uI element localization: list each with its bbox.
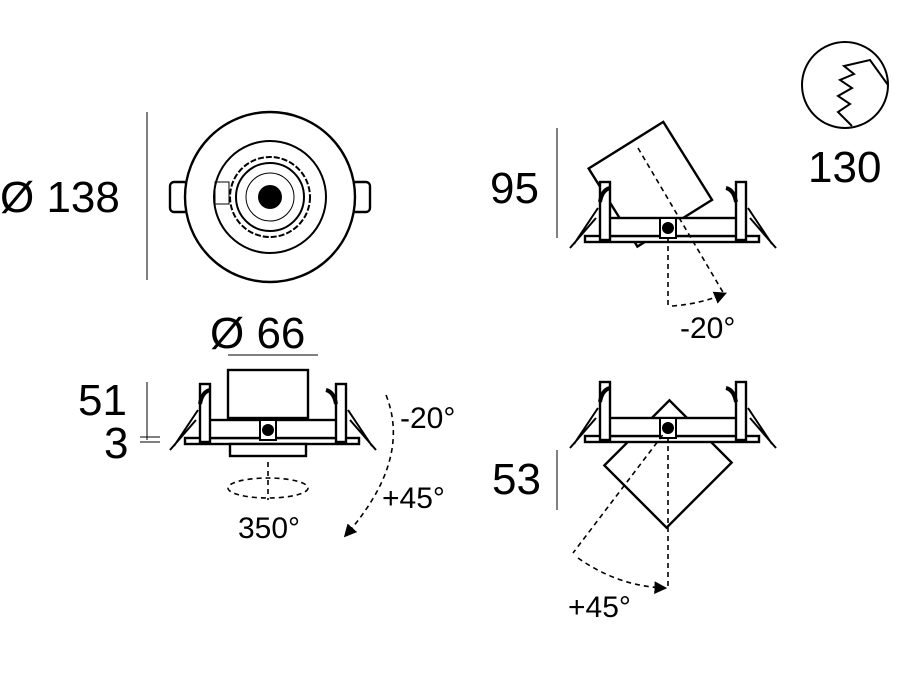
- cutout-130-label: 130: [808, 143, 881, 192]
- tilt-up-label: -20°: [400, 402, 455, 435]
- angle-plus45-label: +45°: [568, 591, 631, 624]
- ceiling-cutout-icon: 130: [801, 41, 889, 192]
- tilt-plus45-view: 53 +45°: [492, 380, 778, 624]
- rotation-350-label: 350°: [238, 512, 300, 545]
- diameter-138-label: Ø 138: [0, 173, 120, 222]
- tilt-down-label: +45°: [382, 482, 445, 515]
- flange-3-label: 3: [104, 419, 128, 468]
- lens-icon: [258, 185, 282, 209]
- top-view: Ø 138: [0, 110, 372, 284]
- height-51-label: 51: [78, 376, 127, 425]
- height-95-label: 95: [490, 164, 539, 213]
- height-53-label: 53: [492, 455, 541, 504]
- side-view: Ø 66 51 3 350° -20° +45°: [78, 309, 455, 545]
- angle-minus20-label: -20°: [680, 312, 735, 345]
- diameter-66-label: Ø 66: [210, 309, 305, 358]
- tilt-minus20-view: 95 -20°: [490, 120, 778, 345]
